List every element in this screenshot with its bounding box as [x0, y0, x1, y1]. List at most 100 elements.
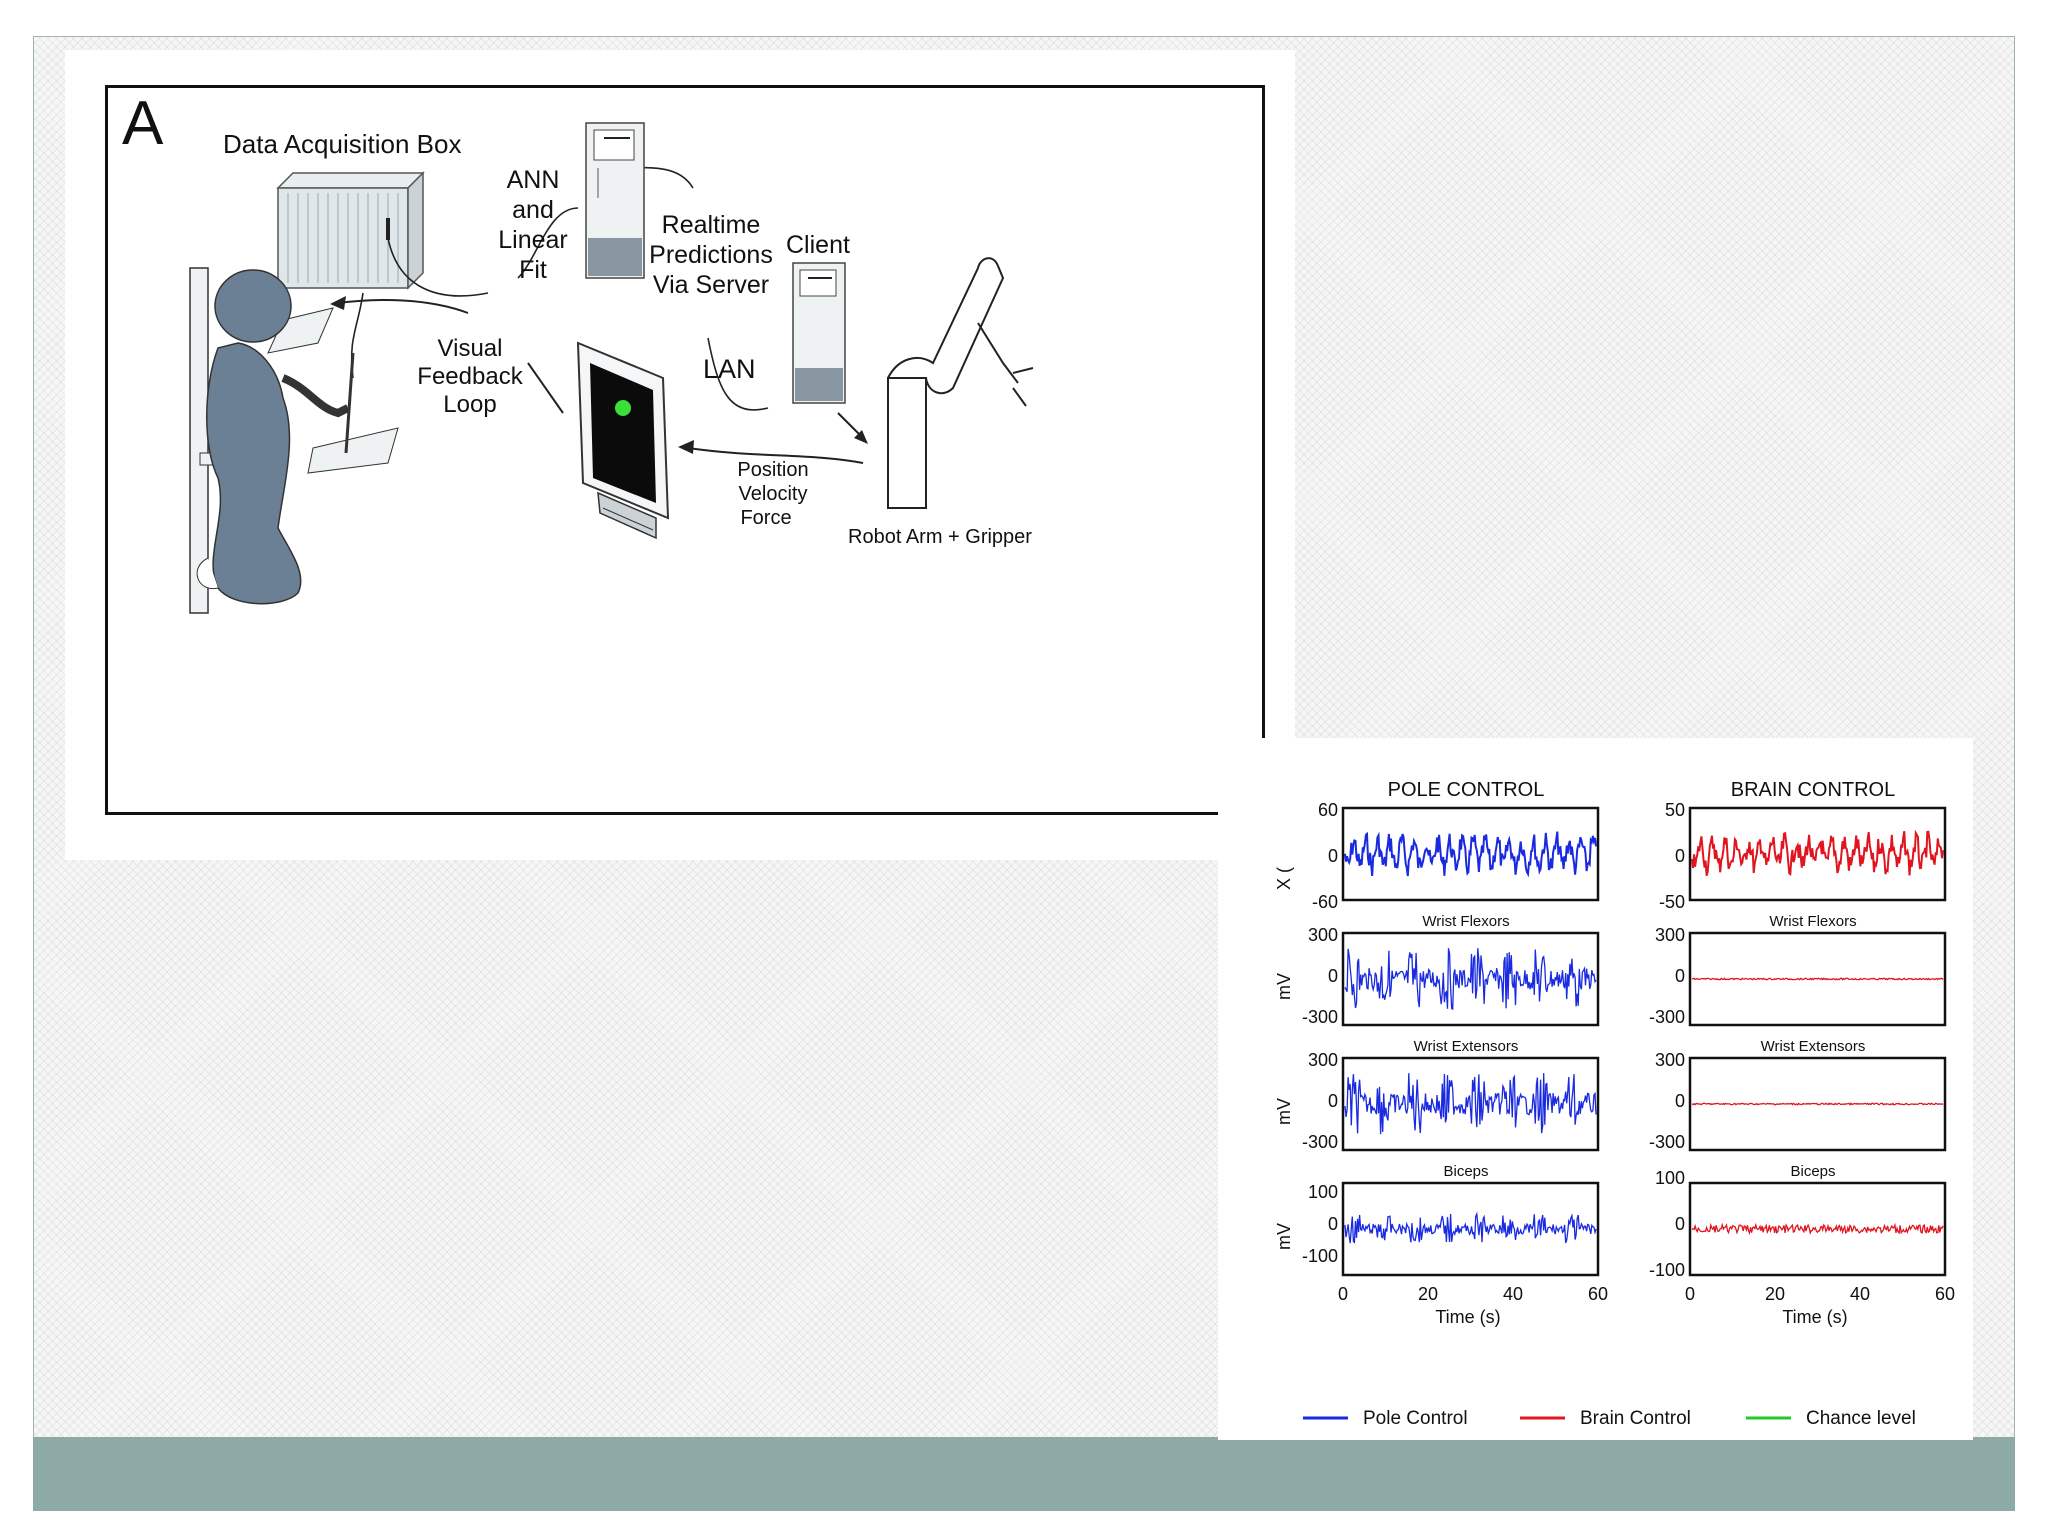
- svg-text:-50: -50: [1659, 892, 1685, 912]
- svg-text:100: 100: [1655, 1168, 1685, 1188]
- emg-traces-svg: POLE CONTROL BRAIN CONTROL Wrist Flexors…: [1274, 779, 1955, 1429]
- svg-text:0: 0: [1328, 966, 1338, 986]
- svg-text:Biceps: Biceps: [1790, 1163, 1835, 1180]
- position-velocity-force-label: Position Velocity Force: [737, 459, 808, 529]
- svg-text:-300: -300: [1649, 1132, 1685, 1152]
- svg-text:Wrist Extensors: Wrist Extensors: [1414, 1038, 1519, 1055]
- pole-control-title: POLE CONTROL: [1388, 779, 1545, 801]
- brain-trace-row-2: [1691, 1102, 1944, 1106]
- svg-text:-100: -100: [1649, 1260, 1685, 1280]
- svg-text:Biceps: Biceps: [1443, 1163, 1488, 1180]
- svg-text:Wrist Flexors: Wrist Flexors: [1769, 913, 1856, 930]
- lan-label: LAN: [703, 354, 756, 384]
- svg-text:Via Server: Via Server: [653, 271, 769, 299]
- svg-text:60: 60: [1318, 800, 1338, 820]
- robot-arm-label: Robot Arm + Gripper: [848, 526, 1032, 548]
- svg-text:100: 100: [1308, 1182, 1338, 1202]
- server-computer-icon: [585, 122, 645, 279]
- svg-text:Wrist Extensors: Wrist Extensors: [1761, 1038, 1866, 1055]
- svg-text:X (: X (: [1274, 867, 1294, 890]
- brain-x-label: Time (s): [1782, 1307, 1847, 1327]
- legend: Pole Control Brain Control Chance level: [1303, 1408, 1916, 1429]
- muscle-subtitles: Wrist Flexors Wrist Flexors Wrist Extens…: [1414, 913, 1866, 1180]
- svg-text:0: 0: [1685, 1284, 1695, 1304]
- plot-frame-row-0-col-1: [1688, 806, 1947, 902]
- plot-frame-row-0-col-0: [1341, 806, 1600, 902]
- ann-linear-fit-label: ANN and Linear Fit: [498, 166, 568, 284]
- svg-text:-300: -300: [1302, 1007, 1338, 1027]
- svg-text:Position: Position: [737, 459, 808, 481]
- legend-chance-label: Chance level: [1806, 1408, 1916, 1429]
- svg-text:Force: Force: [740, 507, 791, 529]
- feedback-arrows: [337, 299, 864, 464]
- visual-feedback-loop-label: Visual Feedback Loop: [417, 335, 523, 418]
- pole-x-label: Time (s): [1435, 1307, 1500, 1327]
- svg-text:60: 60: [1588, 1284, 1608, 1304]
- svg-text:-300: -300: [1302, 1132, 1338, 1152]
- brain-trace-row-3: [1691, 1222, 1944, 1236]
- brain-trace-row-0: [1691, 829, 1944, 876]
- svg-text:ANN: ANN: [507, 166, 560, 194]
- pole-trace-row-3: [1344, 1211, 1597, 1244]
- svg-text:mV: mV: [1274, 1098, 1294, 1125]
- legend-brain-label: Brain Control: [1580, 1408, 1691, 1429]
- svg-text:Visual: Visual: [438, 335, 503, 362]
- svg-text:-60: -60: [1312, 892, 1338, 912]
- client-label: Client: [786, 231, 850, 259]
- monitor-display-icon: [576, 341, 670, 540]
- svg-text:Realtime: Realtime: [662, 211, 761, 239]
- x-axis-ticks: 0 20 40 60 0 20 40 60: [1338, 1284, 1955, 1304]
- plot-frame-row-1-col-0: [1341, 931, 1600, 1027]
- svg-text:50: 50: [1665, 800, 1685, 820]
- emg-traces: [1341, 806, 1947, 1277]
- plot-frame-row-3-col-1: [1688, 1181, 1947, 1277]
- svg-text:-100: -100: [1302, 1246, 1338, 1266]
- data-acquisition-box-label: Data Acquisition Box: [223, 129, 461, 159]
- svg-text:-300: -300: [1649, 1007, 1685, 1027]
- y-axis-labels: X ( mV mV mV: [1274, 867, 1294, 1250]
- panel-letter: A: [122, 89, 164, 158]
- plot-frame-row-2-col-1: [1688, 1056, 1947, 1152]
- svg-text:Loop: Loop: [443, 391, 496, 418]
- pole-y-ticks: 60 0 -60 300 0 -300 300 0 -300 100 0 -10…: [1302, 800, 1338, 1266]
- svg-text:40: 40: [1503, 1284, 1523, 1304]
- svg-text:0: 0: [1328, 1214, 1338, 1234]
- realtime-predictions-label: Realtime Predictions Via Server: [649, 211, 773, 299]
- plot-frame-row-2-col-0: [1341, 1056, 1600, 1152]
- plot-frame-row-3-col-0: [1341, 1181, 1600, 1277]
- legend-pole-label: Pole Control: [1363, 1408, 1468, 1429]
- monkey-subject-icon: [189, 267, 399, 614]
- svg-text:and: and: [512, 196, 554, 224]
- svg-text:0: 0: [1328, 1091, 1338, 1111]
- svg-text:300: 300: [1655, 925, 1685, 945]
- bmi-diagram-svg: A Data Acquisition Box: [122, 89, 1034, 614]
- svg-text:20: 20: [1765, 1284, 1785, 1304]
- client-computer-icon: [792, 262, 846, 404]
- panel-a-diagram: A Data Acquisition Box: [105, 85, 1265, 815]
- svg-text:0: 0: [1675, 966, 1685, 986]
- svg-text:0: 0: [1328, 846, 1338, 866]
- svg-text:Feedback: Feedback: [417, 363, 523, 390]
- svg-text:Velocity: Velocity: [739, 483, 808, 505]
- brain-y-ticks: 50 0 -50 300 0 -300 300 0 -300 100 0 -10…: [1649, 800, 1685, 1280]
- svg-text:40: 40: [1850, 1284, 1870, 1304]
- brain-control-title: BRAIN CONTROL: [1731, 779, 1895, 801]
- data-acquisition-box-icon: [276, 171, 425, 290]
- arrow-heads: [330, 296, 868, 454]
- slide-footer-bar: [33, 1437, 2015, 1511]
- svg-text:0: 0: [1675, 846, 1685, 866]
- svg-text:Predictions: Predictions: [649, 241, 773, 269]
- svg-text:0: 0: [1675, 1214, 1685, 1234]
- svg-text:Linear: Linear: [498, 226, 568, 254]
- svg-text:Wrist Flexors: Wrist Flexors: [1422, 913, 1509, 930]
- svg-text:300: 300: [1655, 1050, 1685, 1070]
- brain-trace-row-1: [1691, 977, 1944, 981]
- plot-frame-row-1-col-1: [1688, 931, 1947, 1027]
- svg-text:60: 60: [1935, 1284, 1955, 1304]
- svg-text:20: 20: [1418, 1284, 1438, 1304]
- panel-b-emg-figure: POLE CONTROL BRAIN CONTROL Wrist Flexors…: [1218, 738, 1973, 1440]
- pole-trace-row-0: [1344, 831, 1597, 878]
- pole-trace-row-2: [1344, 1073, 1597, 1135]
- svg-text:0: 0: [1338, 1284, 1348, 1304]
- svg-text:300: 300: [1308, 925, 1338, 945]
